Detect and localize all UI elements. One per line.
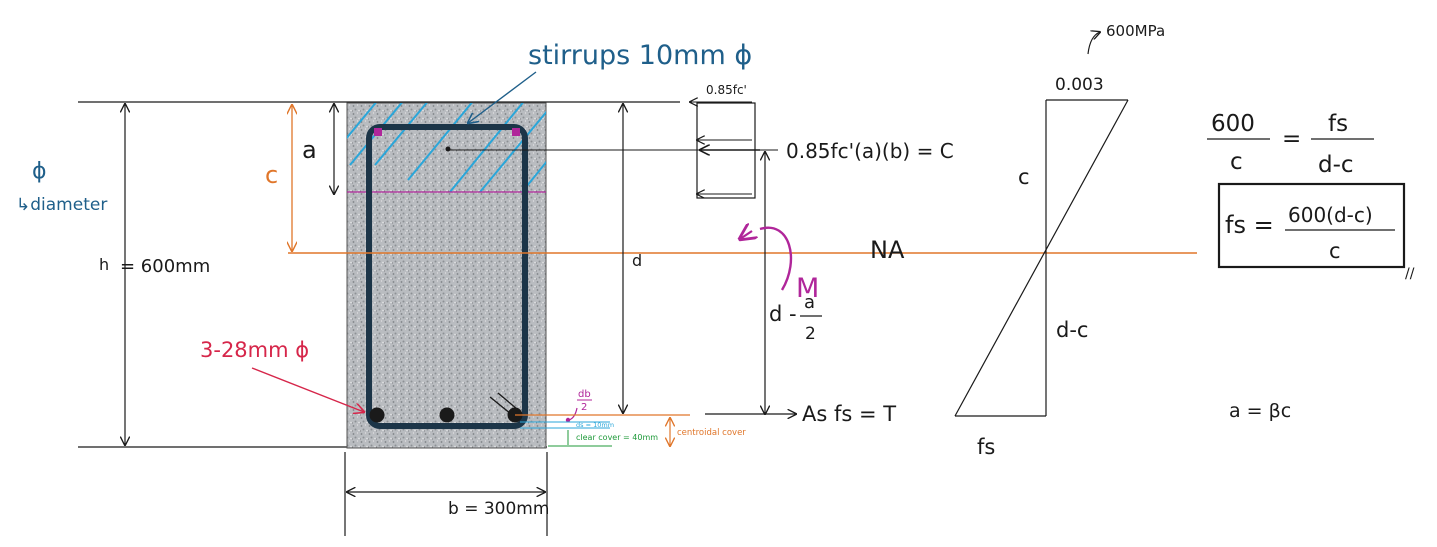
compression-equation: 0.85fc'(a)(b) = C [786, 139, 954, 163]
strain-profile [954, 99, 1129, 417]
lever-d-label: d - [769, 302, 797, 326]
stress-top-label: 0.85fc' [706, 83, 747, 97]
ratio-600: 600 [1211, 111, 1255, 137]
h-label: h [99, 255, 109, 274]
bar-radius-mark-2 [497, 392, 518, 410]
moment-label: M [796, 273, 819, 304]
strain-c-label: c [1018, 165, 1030, 189]
tension-equation: As fs = T [802, 402, 896, 426]
top-bar-right [512, 128, 520, 136]
bars-label: 3-28mm ϕ [200, 338, 309, 362]
na-label: NA [870, 236, 905, 264]
moment-arc [759, 226, 793, 291]
steel-ultimate-label: 600MPa [1106, 22, 1165, 40]
fs-equation-denominator: c [1329, 239, 1341, 263]
bottom-bar-middle [439, 407, 455, 423]
a-beta-c: a = βc [1229, 400, 1291, 422]
strain-fs-label: fs [977, 435, 995, 459]
db-half-label: 2 [581, 402, 587, 413]
ratio-fs: fs [1328, 111, 1348, 137]
bottom-bar-left [369, 407, 385, 423]
steel-ultimate-arrow [1087, 32, 1100, 55]
a-label: a [302, 136, 317, 164]
beam-concrete [346, 102, 547, 449]
strain-dc-label: d-c [1056, 318, 1088, 342]
c-label: c [265, 161, 278, 189]
top-bar-left [374, 128, 382, 136]
h-value: = 600mm [120, 256, 210, 277]
d-label: d [632, 251, 642, 270]
compression-hatch [347, 103, 546, 193]
stirrups-leader [468, 71, 537, 123]
phi-symbol: ϕ [32, 159, 47, 184]
fs-equation-box [1217, 182, 1406, 269]
stirrup [366, 124, 528, 429]
clear-cover-label: clear cover = 40mm [576, 433, 658, 442]
strain-top-label: 0.003 [1055, 75, 1104, 95]
fs-equation-numerator: 600(d-c) [1288, 203, 1373, 227]
bars-leader [251, 367, 364, 412]
fs-equation-end-mark: // [1405, 266, 1415, 282]
ratio-equals: = [1282, 126, 1301, 152]
fs-equation-lhs: fs = [1225, 211, 1274, 239]
lever-a-label: a [804, 292, 815, 313]
ds-label: ds = 10mm [576, 421, 614, 429]
lever-2-label: 2 [805, 324, 816, 344]
b-label: b = 300mm [448, 499, 549, 519]
stirrups-label: stirrups 10mm ϕ [528, 40, 752, 71]
ratio-c: c [1230, 149, 1243, 175]
centroidal-cover-label: centroidal cover [677, 428, 746, 438]
compression-centroid [445, 146, 451, 152]
db-leader [568, 407, 578, 421]
phi-diameter-label: ↳diameter [16, 195, 107, 215]
ratio-dc: d-c [1318, 152, 1354, 178]
moment-arrow [740, 231, 752, 239]
bar-radius-mark [489, 396, 512, 415]
db-label: db [578, 389, 591, 400]
db-dot [565, 417, 571, 423]
